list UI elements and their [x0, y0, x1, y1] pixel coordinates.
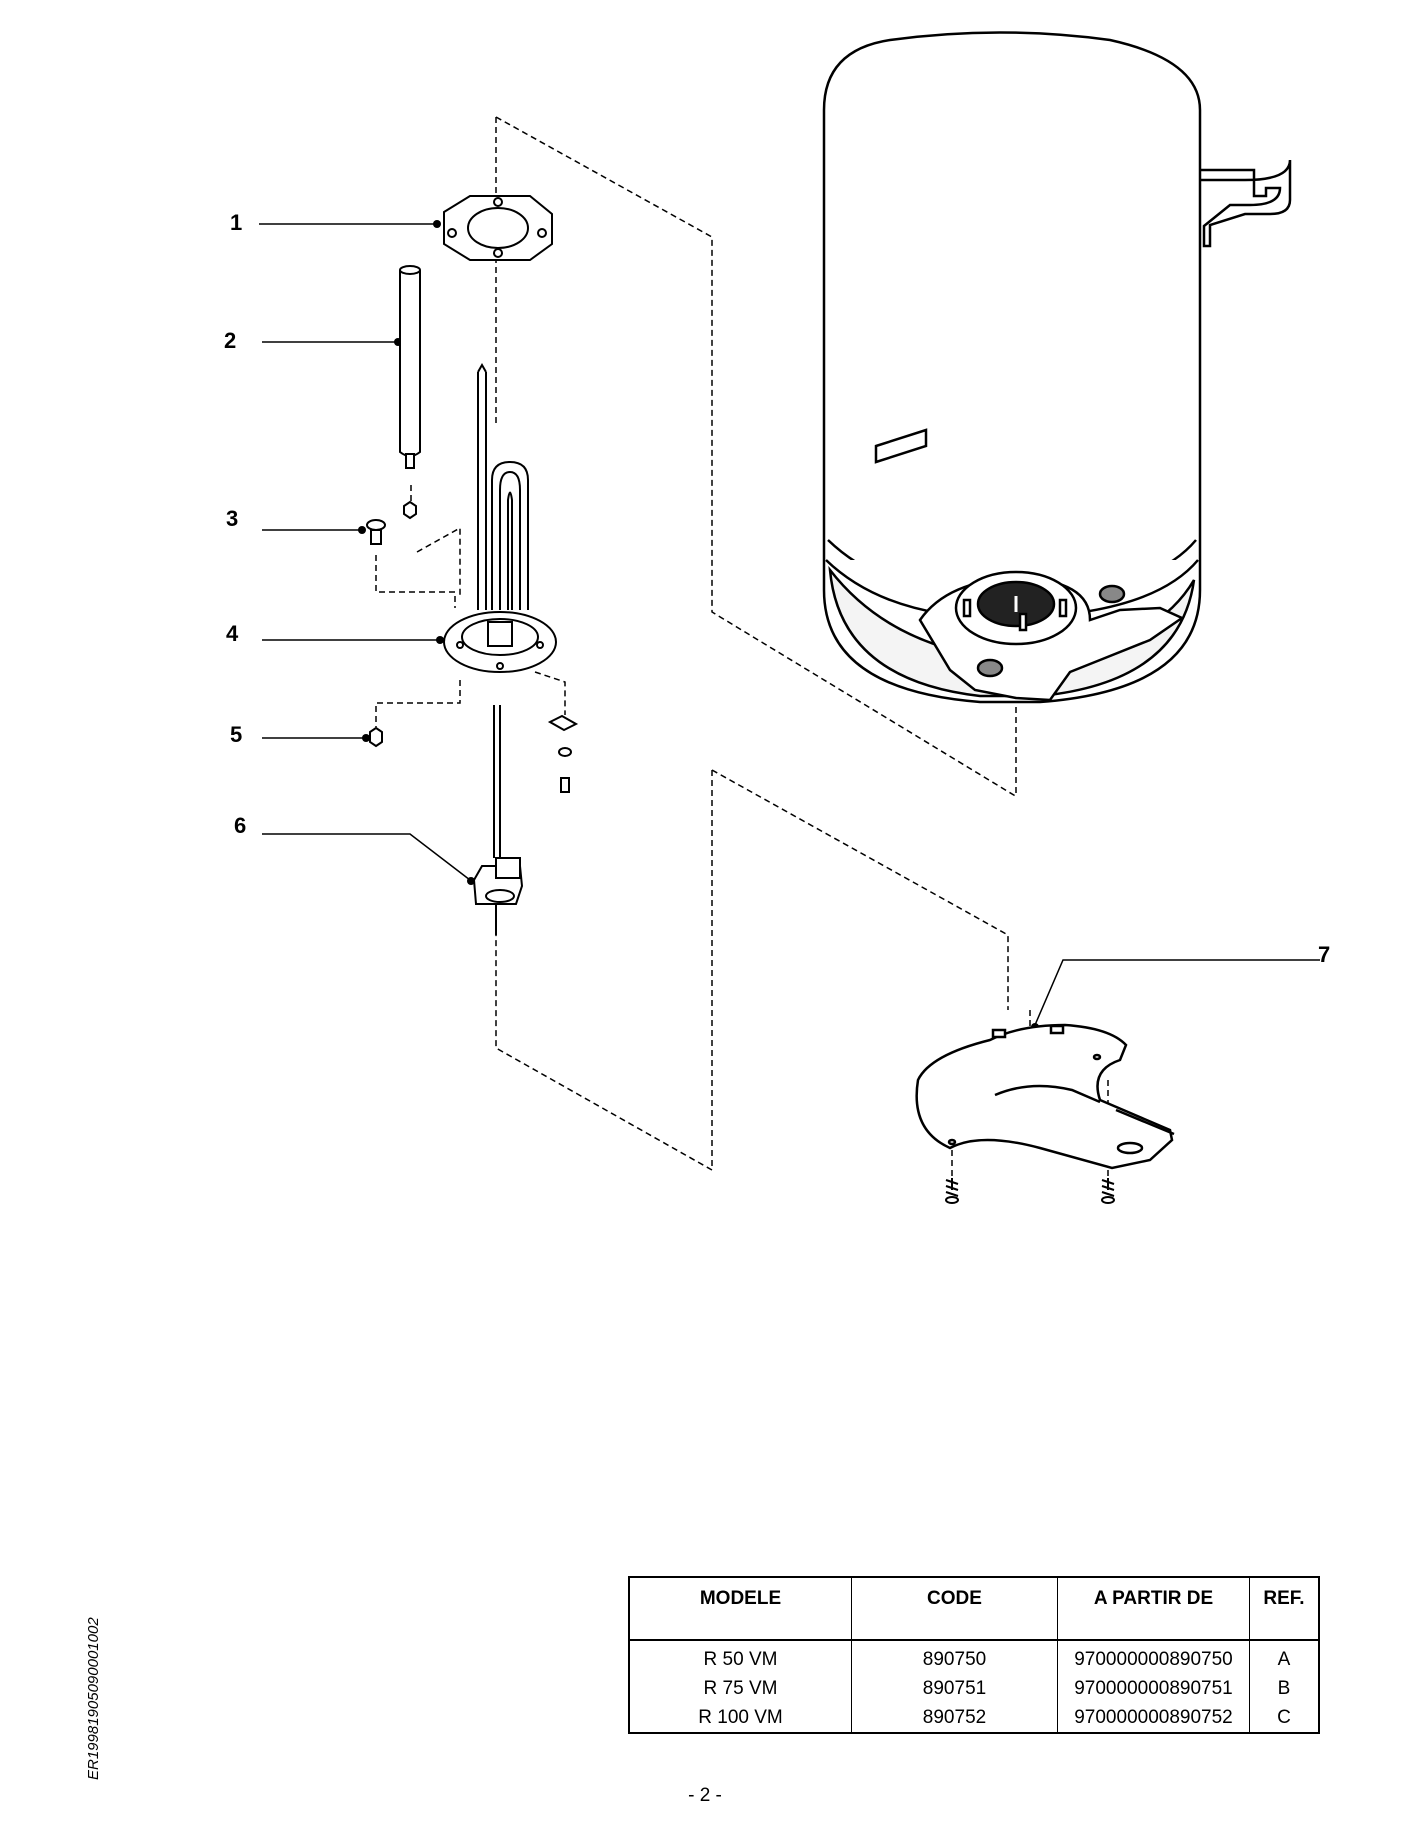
gasket-part: [443, 195, 553, 261]
callout-2: 2: [224, 328, 237, 353]
callout-4: 4: [226, 621, 239, 646]
cell-code: 890752: [851, 1703, 1058, 1733]
table-row: R 100 VM 890752 970000000890752 C: [628, 1703, 1320, 1733]
callout-leaders: [259, 223, 1320, 1026]
cell-from: 970000000890751: [1057, 1674, 1250, 1703]
table-row: R 50 VM 890750 970000000890750 A: [628, 1640, 1320, 1674]
table-header-row: MODELE CODE A PARTIR DE REF.: [628, 1577, 1320, 1641]
document-reference-code: ER19981905090001002: [85, 1617, 102, 1780]
anode-rod-part: [399, 265, 421, 520]
column-header-model: MODELE: [628, 1577, 852, 1641]
callout-5: 5: [230, 722, 243, 747]
flange-part: [443, 611, 557, 673]
cell-from: 970000000890750: [1057, 1640, 1250, 1674]
cell-ref: B: [1249, 1674, 1320, 1703]
callout-6: 6: [234, 813, 247, 838]
column-header-from: A PARTIR DE: [1057, 1577, 1250, 1641]
cell-code: 890751: [851, 1674, 1058, 1703]
column-header-ref: REF.: [1249, 1577, 1320, 1641]
page-number: - 2 -: [688, 1785, 722, 1806]
nut-part: [369, 726, 383, 748]
hardware-stack: [547, 714, 579, 793]
cell-ref: C: [1249, 1703, 1320, 1733]
cell-code: 890750: [851, 1640, 1058, 1674]
table-row: R 75 VM 890751 970000000890751 B: [628, 1674, 1320, 1703]
callout-7: 7: [1318, 942, 1331, 967]
cover-part: [915, 1023, 1175, 1170]
cell-model: R 50 VM: [628, 1640, 852, 1674]
callout-3: 3: [226, 506, 239, 531]
column-header-code: CODE: [851, 1577, 1058, 1641]
cell-model: R 75 VM: [628, 1674, 852, 1703]
thermostat-part: [472, 705, 524, 935]
heating-element: [477, 362, 529, 610]
cell-from: 970000000890752: [1057, 1703, 1250, 1733]
cell-model: R 100 VM: [628, 1703, 852, 1733]
model-table: MODELE CODE A PARTIR DE REF. R 50 VM 890…: [628, 1576, 1320, 1734]
cover-screws: [945, 1178, 1115, 1204]
screw-part: [366, 519, 386, 545]
callout-1: 1: [230, 210, 243, 235]
cell-ref: A: [1249, 1640, 1320, 1674]
water-heater-tank: [822, 31, 1292, 704]
